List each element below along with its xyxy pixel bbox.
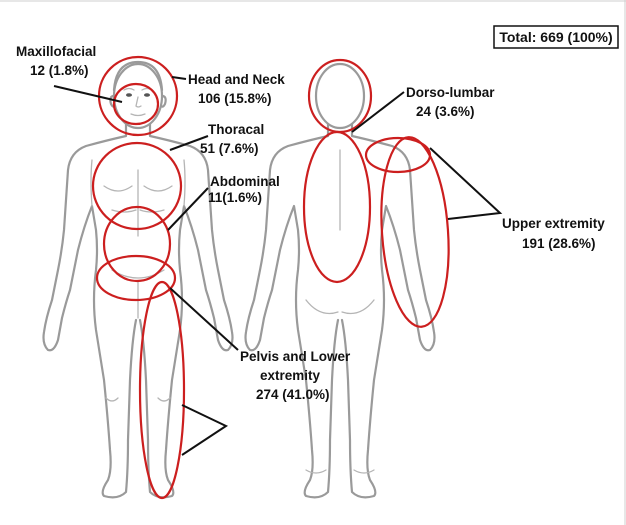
region-abdominal	[104, 207, 170, 281]
label-head-neck-value: 106 (15.8%)	[198, 91, 272, 106]
label-pelvis-name-line2: extremity	[260, 368, 321, 383]
front-hair	[114, 62, 162, 90]
region-dorso-lumbar	[304, 132, 370, 282]
front-body-figure	[44, 62, 233, 497]
front-left-armpit	[91, 160, 92, 206]
leader-maxillofacial	[54, 86, 122, 102]
label-head-neck-name: Head and Neck	[188, 72, 285, 87]
label-abdominal-value: 11(1.6%)	[208, 190, 262, 205]
label-maxillofacial-value: 12 (1.8%)	[30, 63, 89, 78]
label-upper-extremity-value: 191 (28.6%)	[522, 236, 596, 251]
total-text: Total: 669 (100%)	[499, 29, 612, 45]
total-badge: Total: 669 (100%)	[494, 26, 618, 48]
back-detail-lines	[306, 150, 374, 473]
region-thoracal	[93, 143, 181, 229]
label-thoracal-name: Thoracal	[208, 122, 264, 137]
back-right-outline	[342, 124, 435, 497]
front-left-knee	[106, 398, 118, 401]
label-pelvis-value: 274 (41.0%)	[256, 387, 330, 402]
label-thoracal-value: 51 (7.6%)	[200, 141, 259, 156]
label-maxillofacial-name: Maxillofacial	[16, 44, 96, 59]
label-dorso-lumbar-name: Dorso-lumbar	[406, 85, 495, 100]
leader-lower-extremity	[182, 405, 226, 455]
label-abdominal-name: Abdominal	[210, 174, 280, 189]
front-left-outline	[44, 124, 137, 497]
label-upper-extremity-name: Upper extremity	[502, 216, 605, 231]
back-head	[316, 64, 364, 128]
label-dorso-lumbar-value: 24 (3.6%)	[416, 104, 475, 119]
front-right-knee	[158, 398, 170, 401]
region-head-neck-back	[309, 60, 371, 132]
label-pelvis-name-line1: Pelvis and Lower	[240, 349, 351, 364]
front-right-armpit	[184, 160, 185, 206]
